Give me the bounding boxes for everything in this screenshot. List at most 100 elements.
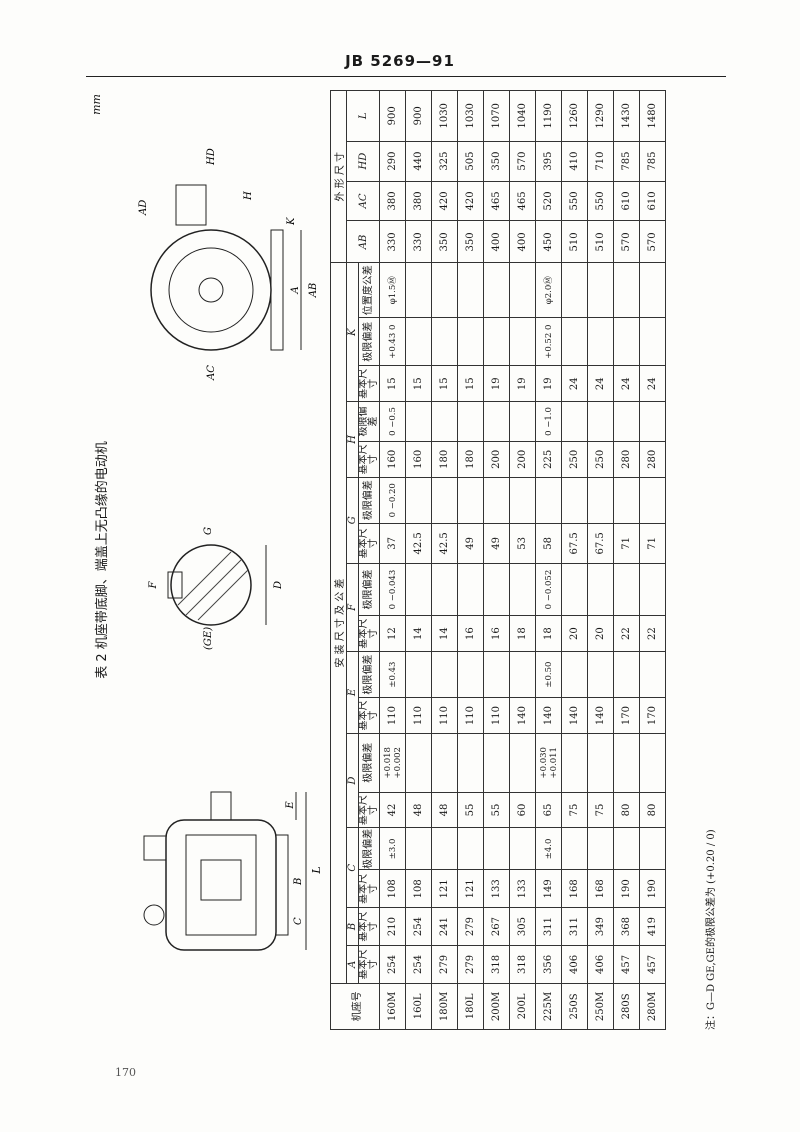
cell-tolerance bbox=[509, 827, 536, 870]
cell-AC: 465 bbox=[509, 181, 536, 221]
label-B: B bbox=[293, 878, 304, 886]
cell-G: 37 bbox=[379, 523, 406, 564]
cell-tolerance bbox=[587, 651, 614, 698]
cell-tolerance bbox=[405, 477, 432, 524]
cell-A: 406 bbox=[587, 945, 614, 984]
cell-tolerance bbox=[431, 477, 458, 524]
cell-K: 15 bbox=[379, 365, 406, 402]
cell-C: 168 bbox=[561, 869, 588, 908]
cell-B: 210 bbox=[379, 907, 406, 946]
cell-K: 15 bbox=[457, 365, 484, 402]
cell-tolerance: ±0.50 bbox=[535, 651, 562, 698]
sub-basic: 基本尺寸 bbox=[358, 792, 380, 828]
cell-C: 121 bbox=[431, 869, 458, 908]
cell-HD: 785 bbox=[639, 141, 666, 182]
cell-tolerance bbox=[613, 563, 640, 616]
cell-L: 1040 bbox=[509, 90, 536, 142]
cell-tolerance bbox=[405, 651, 432, 698]
cell-G: 53 bbox=[509, 523, 536, 564]
cell-tolerance bbox=[457, 733, 484, 793]
dimension-table: 机座号 安 装 尺 寸 及 公 差 外 形 尺 寸 A B C D E F G … bbox=[330, 90, 666, 1030]
cell-tolerance bbox=[457, 563, 484, 616]
cell-A: 457 bbox=[639, 945, 666, 984]
cell-F: 14 bbox=[431, 615, 458, 652]
hdr-K: K bbox=[346, 262, 359, 402]
cell-D: 75 bbox=[587, 792, 614, 828]
cell-H: 225 bbox=[535, 441, 562, 478]
cell-tolerance bbox=[457, 827, 484, 870]
cell-B: 311 bbox=[561, 907, 588, 946]
cell-H: 160 bbox=[379, 441, 406, 478]
cell-H: 250 bbox=[561, 441, 588, 478]
cell-tolerance bbox=[613, 262, 640, 318]
cell-AB: 400 bbox=[483, 220, 510, 263]
cell-B: 368 bbox=[613, 907, 640, 946]
cell-AB: 400 bbox=[509, 220, 536, 263]
cell-HD: 505 bbox=[457, 141, 484, 182]
sub-basic: 基本尺寸 bbox=[358, 697, 380, 734]
cell-tolerance bbox=[405, 401, 432, 442]
cell-tolerance bbox=[613, 827, 640, 870]
cell-D: 75 bbox=[561, 792, 588, 828]
cell-F: 20 bbox=[587, 615, 614, 652]
cell-tolerance bbox=[483, 563, 510, 616]
cell-tolerance bbox=[457, 262, 484, 318]
cell-tolerance bbox=[639, 477, 666, 524]
cell-tolerance bbox=[613, 651, 640, 698]
cell-frame: 160M bbox=[379, 983, 406, 1030]
cell-tolerance bbox=[457, 477, 484, 524]
sub-tol: 极限偏差 bbox=[358, 563, 380, 616]
cell-E: 140 bbox=[561, 697, 588, 734]
cell-K: 15 bbox=[431, 365, 458, 402]
cell-HD: 785 bbox=[613, 141, 640, 182]
cell-G: 49 bbox=[483, 523, 510, 564]
cell-E: 170 bbox=[639, 697, 666, 734]
unit-label: mm bbox=[90, 94, 103, 115]
cell-tolerance bbox=[509, 733, 536, 793]
cell-tolerance bbox=[457, 651, 484, 698]
cell-frame: 160L bbox=[405, 983, 432, 1030]
label-D: D bbox=[273, 581, 284, 590]
cell-D: 55 bbox=[457, 792, 484, 828]
cell-tolerance bbox=[431, 651, 458, 698]
cell-tolerance bbox=[561, 733, 588, 793]
cell-A: 318 bbox=[483, 945, 510, 984]
label-AB: AB bbox=[308, 283, 319, 299]
label-E: E bbox=[285, 801, 296, 810]
cell-L: 1190 bbox=[535, 90, 562, 142]
sub-tol: 极限偏差 bbox=[358, 733, 380, 793]
cell-tolerance: 0 −1.0 bbox=[535, 401, 562, 442]
side-view-drawing: L E C B bbox=[143, 791, 323, 951]
cell-K: 24 bbox=[639, 365, 666, 402]
cell-H: 250 bbox=[587, 441, 614, 478]
cell-tolerance bbox=[483, 827, 510, 870]
cell-L: 1030 bbox=[457, 90, 484, 142]
cell-tolerance: φ2.0Ⓜ bbox=[535, 262, 562, 318]
table-caption: 表 2 机座带底脚、端盖上无凸缘的电动机 bbox=[95, 441, 110, 679]
cell-D: 65 bbox=[535, 792, 562, 828]
cell-E: 170 bbox=[613, 697, 640, 734]
cell-tolerance bbox=[535, 477, 562, 524]
cell-frame: 180L bbox=[457, 983, 484, 1030]
rotated-page-content: 表 2 机座带底脚、端盖上无凸缘的电动机 mm L E C B bbox=[90, 0, 722, 1132]
cell-tolerance: ±3.0 bbox=[379, 827, 406, 870]
cell-AB: 570 bbox=[639, 220, 666, 263]
cell-tolerance bbox=[457, 401, 484, 442]
rotated-frame: 表 2 机座带底脚、端盖上无凸缘的电动机 mm L E C B bbox=[90, 90, 722, 1030]
cell-tolerance bbox=[587, 401, 614, 442]
cell-C: 133 bbox=[483, 869, 510, 908]
cell-B: 419 bbox=[639, 907, 666, 946]
cell-AC: 610 bbox=[613, 181, 640, 221]
cell-A: 279 bbox=[431, 945, 458, 984]
cell-tolerance bbox=[561, 262, 588, 318]
cell-B: 349 bbox=[587, 907, 614, 946]
cell-AB: 510 bbox=[587, 220, 614, 263]
cell-tolerance bbox=[561, 317, 588, 366]
page-number: 170 bbox=[115, 1066, 136, 1079]
cell-tolerance: +0.43 0 bbox=[379, 317, 406, 366]
